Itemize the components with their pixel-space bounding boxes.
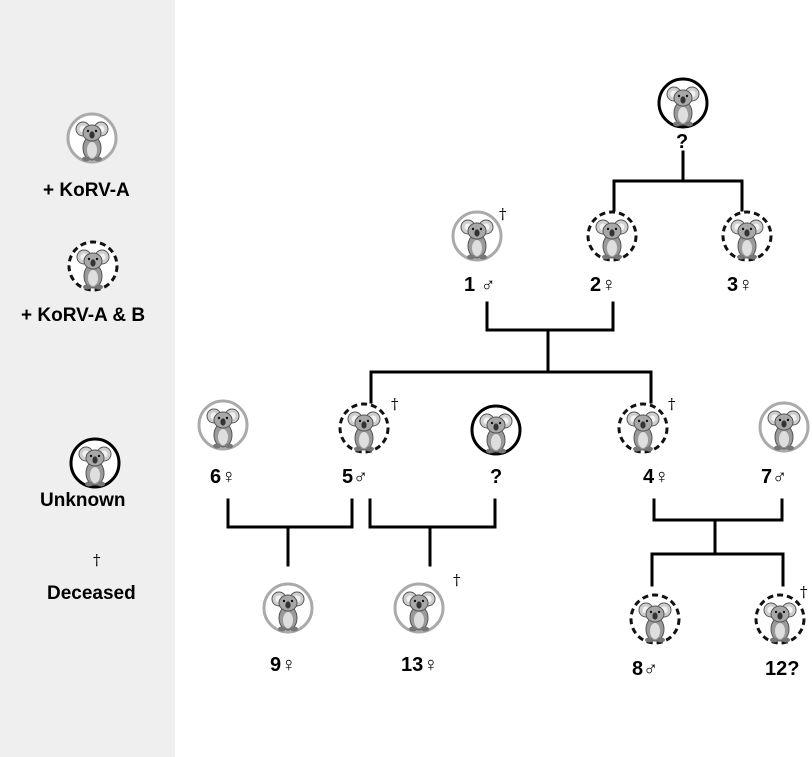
- koala-node-k8: [629, 593, 681, 645]
- label-koala-13: 13♀: [401, 654, 439, 676]
- label-koala-7: 7♂: [761, 466, 788, 488]
- label-unknown-mate: ?: [490, 466, 503, 488]
- deceased-marker-koala-5: †: [391, 395, 399, 413]
- legend-label-unknown: Unknown: [40, 490, 126, 511]
- koala-node-k13: [393, 582, 445, 634]
- label-top-ancestor: ?: [676, 131, 689, 153]
- legend-label-korv-ab: + KoRV-A & B: [21, 305, 146, 326]
- deceased-marker-koala-13: †: [453, 571, 461, 589]
- koala-node-k7: [758, 401, 810, 453]
- legend-symbol-korv-a: [66, 112, 118, 164]
- label-koala-3: 3♀: [727, 274, 754, 296]
- label-koala-2: 2♀: [590, 274, 617, 296]
- koala-node-unk: [470, 404, 522, 456]
- koala-node-k12: [754, 593, 806, 645]
- label-koala-4: 4♀: [643, 466, 670, 488]
- label-koala-6: 6♀: [210, 466, 237, 488]
- label-koala-12: 12?: [765, 658, 800, 680]
- label-koala-8: 8♂: [632, 658, 659, 680]
- deceased-marker-koala-1: †: [499, 205, 507, 223]
- label-koala-5: 5♂: [342, 466, 369, 488]
- legend-symbol-korv-ab: [67, 240, 119, 292]
- deceased-marker-koala-12: †: [800, 583, 808, 601]
- legend-label-korv-a: + KoRV-A: [43, 180, 130, 201]
- label-koala-9: 9♀: [270, 654, 297, 676]
- koala-node-k3: [721, 210, 773, 262]
- pedigree-lines: [226, 150, 785, 587]
- koala-node-k6: [197, 399, 249, 451]
- koala-node-k9: [262, 582, 314, 634]
- deceased-marker-koala-4: †: [668, 395, 676, 413]
- koala-node-k5: [338, 402, 390, 454]
- label-koala-1: 1 ♂: [464, 274, 496, 296]
- legend-dagger-symbol: †: [93, 551, 101, 569]
- koala-node-k4: [617, 402, 669, 454]
- koala-node-top: [657, 77, 709, 129]
- koala-node-k1: [451, 210, 503, 262]
- legend-symbol-unknown: [69, 437, 121, 489]
- koala-node-k2: [586, 210, 638, 262]
- legend-label-deceased: Deceased: [47, 583, 136, 604]
